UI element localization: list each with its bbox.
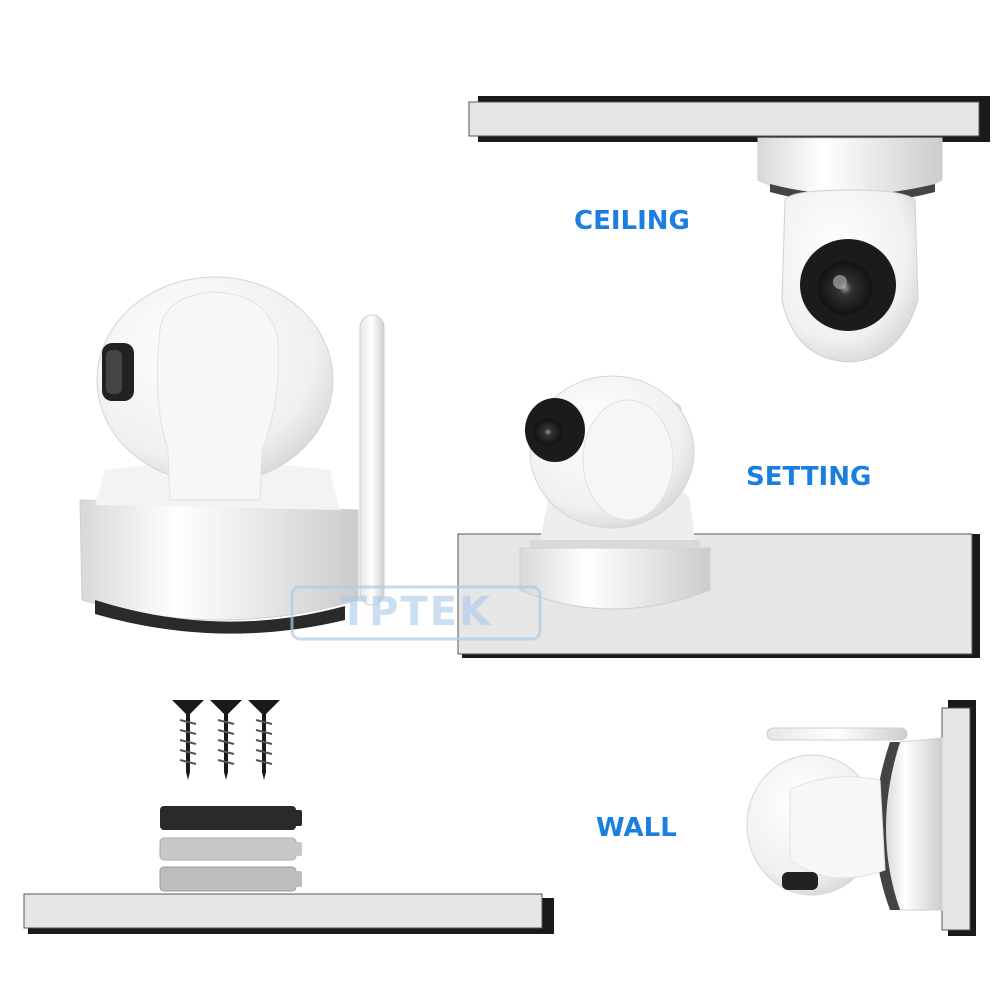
ceiling-panel [468,96,990,142]
mount-plates [159,806,302,892]
main-camera [79,276,385,634]
wall-camera [746,727,943,911]
watermark-frame [290,585,542,641]
label-wall: WALL [596,813,677,843]
ceiling-camera [757,137,943,363]
screws-group [172,700,280,780]
base-panel [23,893,554,934]
brand-watermark: TPTEK [290,585,542,641]
watermark-text: TPTEK [339,589,493,635]
label-ceiling: CEILING [574,206,690,236]
setting-camera [519,375,711,610]
wall-panel [941,700,976,936]
label-setting: SETTING [746,462,872,492]
